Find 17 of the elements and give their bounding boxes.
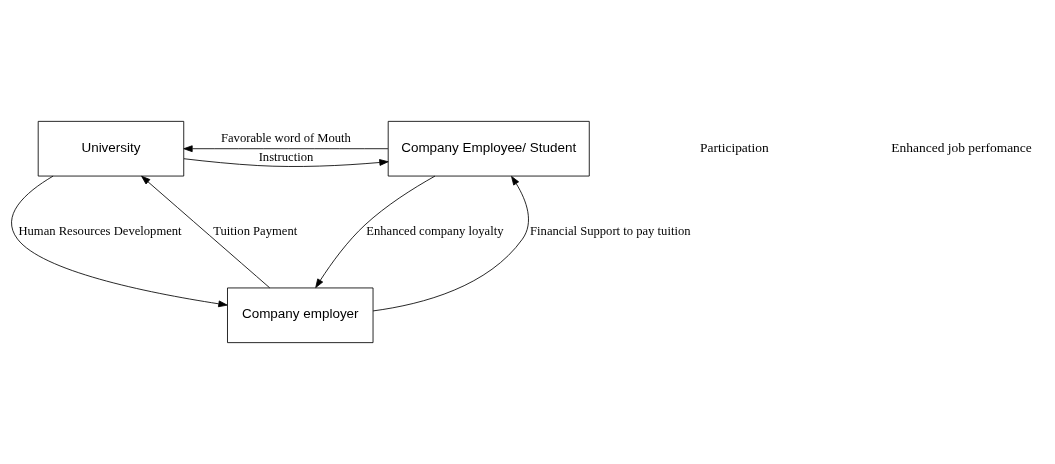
arrow [183, 145, 389, 153]
edge-label: Enhanced company loyalty [366, 223, 504, 238]
arrow [11, 175, 228, 308]
edge-label: Tuition Payment [213, 223, 298, 238]
label: Enhanced job perfomance [891, 139, 1032, 155]
node-box: University [37, 120, 185, 177]
label: Participation [700, 139, 769, 155]
arrow [315, 175, 436, 288]
edge-label: Human Resources Development [18, 223, 182, 238]
arrow [141, 175, 271, 289]
edge-label: Instruction [258, 150, 314, 165]
node-box: Company Employee/ Student [387, 120, 590, 177]
arrow [183, 158, 389, 167]
edge-label: Financial Support to pay tuition [530, 223, 691, 238]
arrow [372, 176, 529, 312]
node-box: Company employer [227, 287, 374, 344]
edge-label: Favorable word of Mouth [221, 130, 351, 145]
